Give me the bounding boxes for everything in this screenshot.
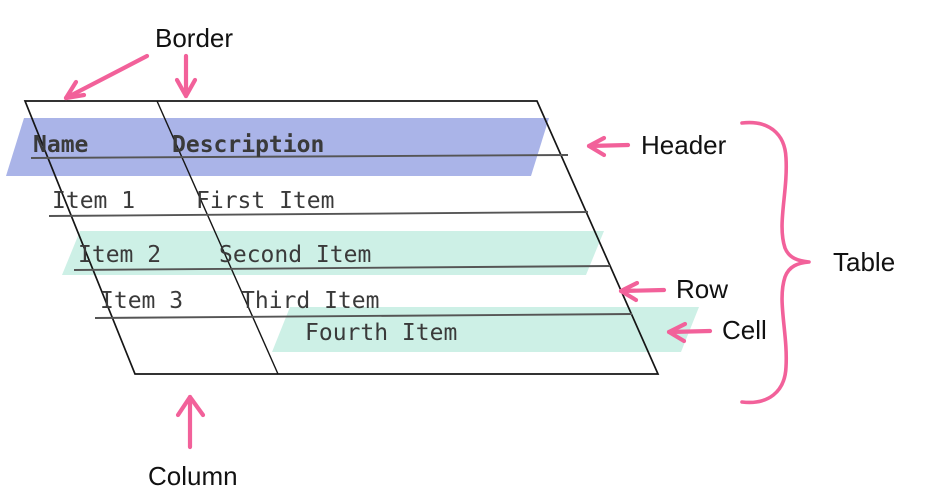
rule-under-header [30,154,569,159]
annotation-cell: Cell [666,315,767,345]
header-cell-name: Name [33,132,88,158]
cell-row3-description: Third Item [241,288,379,314]
rule-under-row-2 [73,265,611,271]
annotation-column-label: Column [148,461,238,491]
border-arrow-diagonal-head-icon [63,79,87,101]
cell-row2-description: Second Item [219,242,371,268]
header-arrow-head-icon [586,135,607,158]
cell-row3-name: Item 3 [100,288,183,314]
annotation-header: Header [586,130,727,160]
cell-highlight-band-fourth [272,307,699,352]
border-arrow-vertical-head-icon [174,77,198,99]
annotation-border: Border [63,23,233,101]
annotation-cell-label: Cell [722,315,767,345]
annotation-border-label: Border [155,23,233,53]
annotation-header-label: Header [641,130,727,160]
row-highlight-band-item2 [62,231,604,275]
table-border-outline [23,100,660,375]
cell-row2-name: Item 2 [78,242,161,268]
header-arrow-icon [586,142,631,149]
cell-arrow-icon [666,328,713,335]
rule-under-row-3 [94,313,633,319]
row-separator-rules [30,154,633,319]
cell-floating-fourth: Fourth Item [305,320,457,346]
border-arrow-diagonal-icon [63,53,150,101]
annotation-table: Table [740,120,895,405]
row-arrow-icon [618,287,667,294]
header-cell-description: Description [172,132,324,158]
annotation-row: Row [618,274,728,304]
annotation-row-label: Row [676,274,728,304]
column-arrow-head-icon [175,394,206,418]
annotation-column: Column [148,394,238,491]
cell-arrow-head-icon [666,321,688,344]
annotation-table-label: Table [833,247,895,277]
highlight-bands [6,118,699,352]
column-divider-line [156,100,279,375]
table-outline-group [23,100,660,375]
rule-under-row-1 [48,211,589,217]
cell-row1-name: Item 1 [52,188,135,214]
header-highlight-band [6,118,549,176]
cell-row1-description: First Item [196,188,334,214]
table-text: Name Description Item 1 First Item Item … [33,132,457,346]
table-curly-brace-icon [740,120,811,405]
row-arrow-head-icon [618,280,640,303]
